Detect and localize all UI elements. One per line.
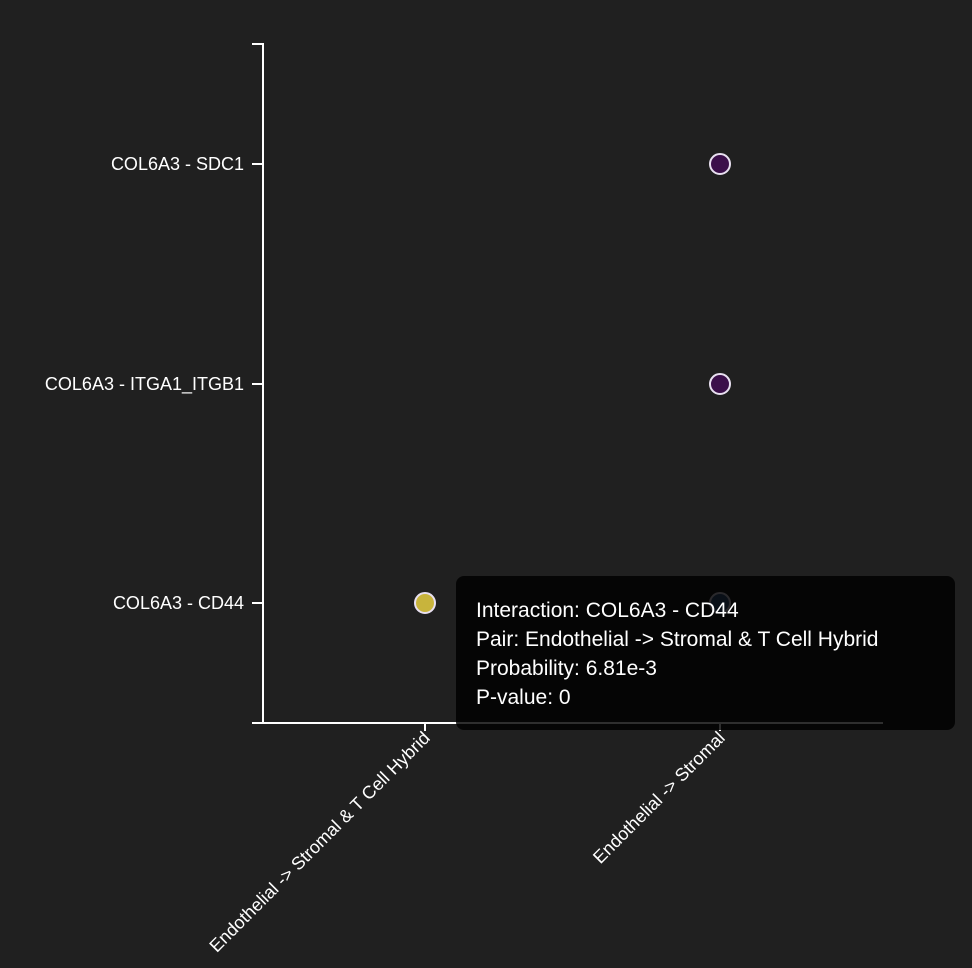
data-point[interactable] [414,592,436,614]
tooltip-pvalue: P-value: 0 [476,686,571,709]
y-tick-label: COL6A3 - SDC1 [111,154,244,174]
y-tick-label: COL6A3 - ITGA1_ITGB1 [45,374,244,395]
data-points [414,153,731,614]
y-tick-label: COL6A3 - CD44 [113,593,244,613]
tooltip-pair: Pair: Endothelial -> Stromal & T Cell Hy… [476,628,879,651]
tooltip-probability: Probability: 6.81e-3 [476,657,657,680]
tooltip-interaction: Interaction: COL6A3 - CD44 [476,599,739,622]
x-ticks: Endothelial -> Stromal & T Cell Hybrid En… [205,723,729,956]
tooltip: Interaction: COL6A3 - CD44 Pair: Endothe… [456,576,955,730]
x-tick-label: Endothelial -> Stromal & T Cell Hybrid [205,728,433,956]
x-tick-label: Endothelial -> Stromal [589,728,729,868]
data-point[interactable] [709,153,731,175]
data-point[interactable] [709,373,731,395]
